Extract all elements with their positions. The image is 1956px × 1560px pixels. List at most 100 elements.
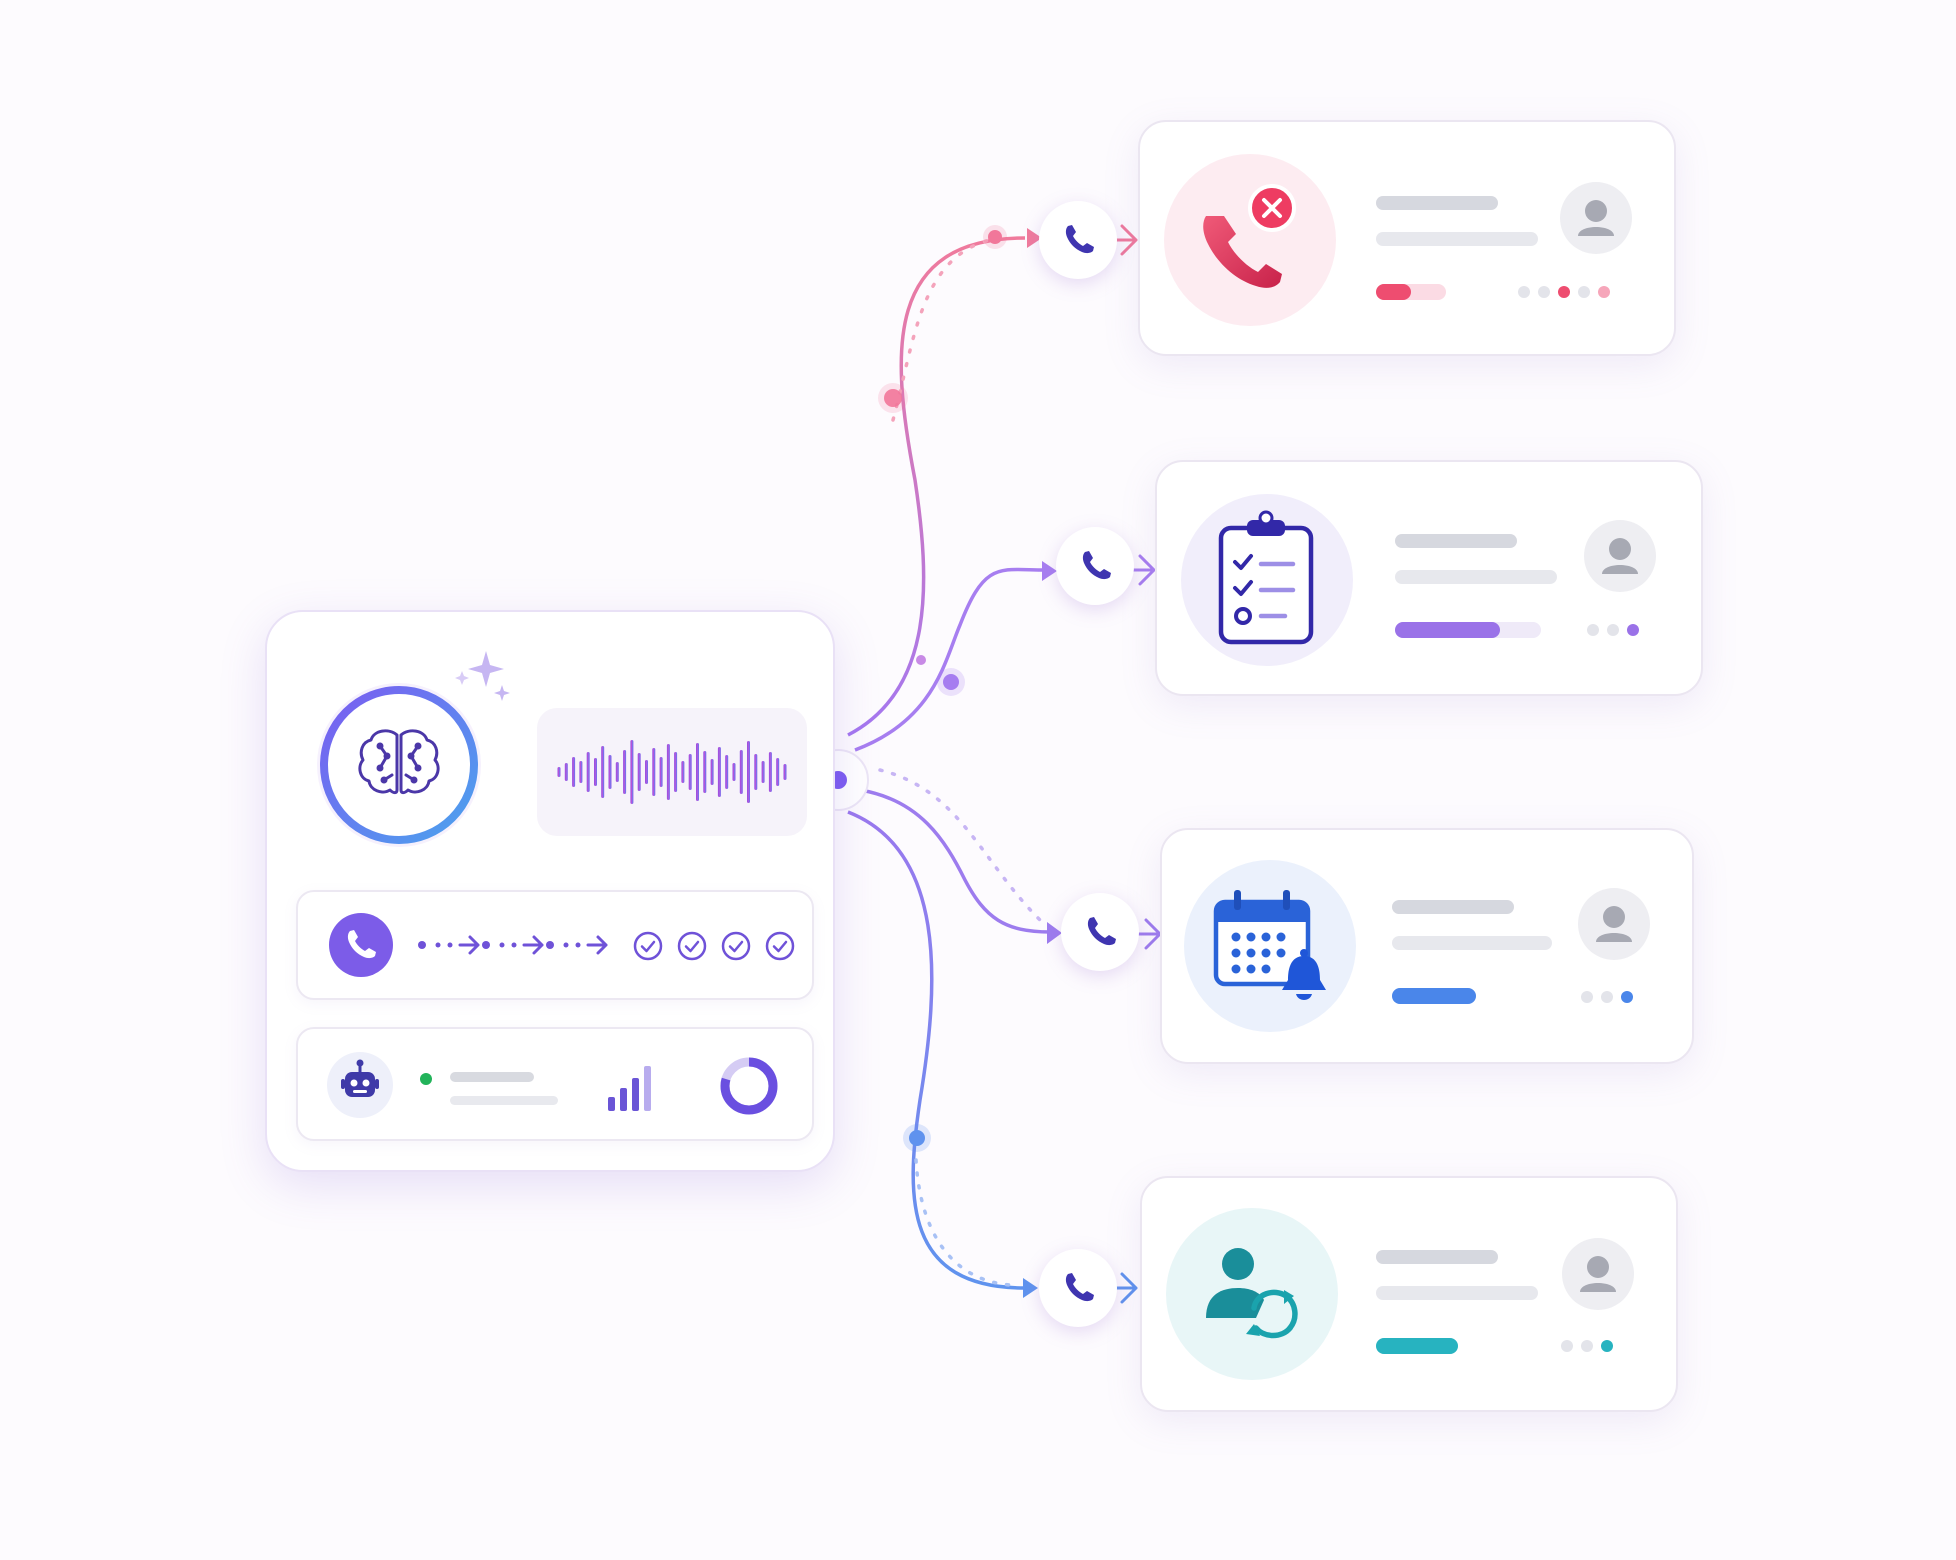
sparkle-icon — [455, 651, 510, 701]
call-node-2[interactable] — [1056, 527, 1134, 605]
info-line-subtitle — [1392, 936, 1552, 950]
waveform-bar — [608, 755, 612, 789]
info-line-title — [1392, 900, 1514, 914]
waveform-bar — [710, 759, 714, 785]
page-dot — [1621, 991, 1633, 1003]
user-refresh-icon — [1206, 1248, 1298, 1339]
ai-agent-hub-card — [265, 610, 835, 1172]
user-icon — [1578, 200, 1614, 236]
phone-icon[interactable] — [328, 912, 394, 978]
waveform-bar — [783, 764, 787, 780]
user-icon — [1580, 1256, 1616, 1292]
waveform-bar — [630, 740, 634, 804]
waveform-bar — [725, 755, 729, 789]
phone-icon — [1087, 917, 1116, 946]
connector-to-card-1 — [847, 236, 1026, 737]
call-node-1[interactable] — [1039, 201, 1117, 279]
waveform-bar — [594, 758, 597, 786]
page-dot — [1558, 286, 1570, 298]
waveform-bar — [572, 757, 576, 787]
waveform-bar — [747, 741, 750, 803]
page-dot — [1581, 991, 1593, 1003]
waveform-bar — [688, 754, 692, 790]
info-line-subtitle — [1395, 570, 1557, 584]
waveform-bar — [754, 754, 758, 790]
page-dot — [1518, 286, 1530, 298]
calendar-bell-icon — [1213, 890, 1326, 1000]
phone-icon — [1065, 225, 1094, 254]
status-line-1 — [450, 1072, 534, 1082]
waveform-bar — [659, 757, 663, 787]
page-dot — [1627, 624, 1639, 636]
page-dot — [1598, 286, 1610, 298]
waveform-bar — [557, 767, 561, 777]
page-dot — [1587, 624, 1599, 636]
robot-icon — [327, 1052, 393, 1118]
waveform-bar — [703, 751, 707, 793]
outcome-card-follow-up[interactable] — [1140, 1176, 1678, 1412]
waveform-bar — [637, 753, 641, 791]
page-dots — [1587, 623, 1667, 637]
info-line-title — [1376, 1250, 1498, 1264]
check-circle-icon — [676, 930, 708, 962]
follow-up-icon-circle — [1166, 1208, 1338, 1380]
status-line-2 — [450, 1096, 558, 1105]
contact-avatar[interactable] — [1562, 1238, 1634, 1310]
outcome-card-task-checklist[interactable] — [1155, 460, 1703, 696]
page-dot — [1561, 1340, 1573, 1352]
waveform-bar — [564, 763, 568, 781]
call-node-3[interactable] — [1061, 893, 1139, 971]
signal-bars-icon — [608, 1066, 651, 1111]
contact-avatar[interactable] — [1584, 520, 1656, 592]
progress-fill — [1392, 988, 1476, 1004]
outcome-card-call-rejected[interactable] — [1138, 120, 1676, 356]
progress-fill — [1376, 284, 1411, 300]
outcome-card-scheduled-reminder[interactable] — [1160, 828, 1694, 1064]
checklist-icon-circle — [1181, 494, 1353, 666]
contact-avatar[interactable] — [1560, 182, 1632, 254]
rejected-icon-circle — [1164, 154, 1336, 326]
info-line-title — [1376, 196, 1498, 210]
progress-fill — [1376, 1338, 1458, 1354]
dotted-arrow-icon — [418, 935, 608, 955]
page-dots — [1561, 1339, 1641, 1353]
waveform-bar — [615, 762, 619, 782]
page-dot — [1601, 1340, 1613, 1352]
call-progress-row — [296, 890, 814, 1000]
call-node-4[interactable] — [1039, 1249, 1117, 1327]
connector-to-card-2 — [854, 567, 1046, 752]
agent-status-row — [296, 1027, 814, 1141]
progress-ring-icon — [720, 1057, 778, 1115]
calendar-icon-circle — [1184, 860, 1356, 1032]
brain-circle — [314, 680, 484, 850]
page-dots — [1518, 285, 1638, 299]
info-line-title — [1395, 534, 1517, 548]
waveform-bar — [586, 752, 590, 792]
check-circle-icon — [720, 930, 752, 962]
page-dot — [1581, 1340, 1593, 1352]
waveform-bar — [601, 746, 605, 798]
waveform-bar — [674, 752, 678, 792]
waveform-bar — [696, 743, 699, 801]
waveform-panel — [537, 708, 807, 836]
waveform-bar — [717, 747, 721, 797]
check-circle-icon — [632, 930, 664, 962]
phone-icon — [1065, 1273, 1094, 1302]
connector-to-card-3 — [859, 788, 1051, 934]
contact-avatar[interactable] — [1578, 888, 1650, 960]
connector-to-card-4 — [847, 810, 1026, 1290]
user-icon — [1602, 538, 1638, 574]
user-icon — [1596, 906, 1632, 942]
progress-fill — [1395, 622, 1500, 638]
check-list — [632, 930, 802, 962]
page-dot — [1601, 991, 1613, 1003]
page-dot — [1578, 286, 1590, 298]
phone-icon — [1082, 551, 1111, 580]
waveform-bar — [768, 752, 772, 792]
info-line-subtitle — [1376, 1286, 1538, 1300]
waveform-bar — [681, 761, 685, 783]
info-line-subtitle — [1376, 232, 1538, 246]
audio-waveform-icon — [557, 740, 787, 804]
clipboard-checklist-icon — [1218, 510, 1314, 645]
waveform-bar — [666, 744, 670, 800]
